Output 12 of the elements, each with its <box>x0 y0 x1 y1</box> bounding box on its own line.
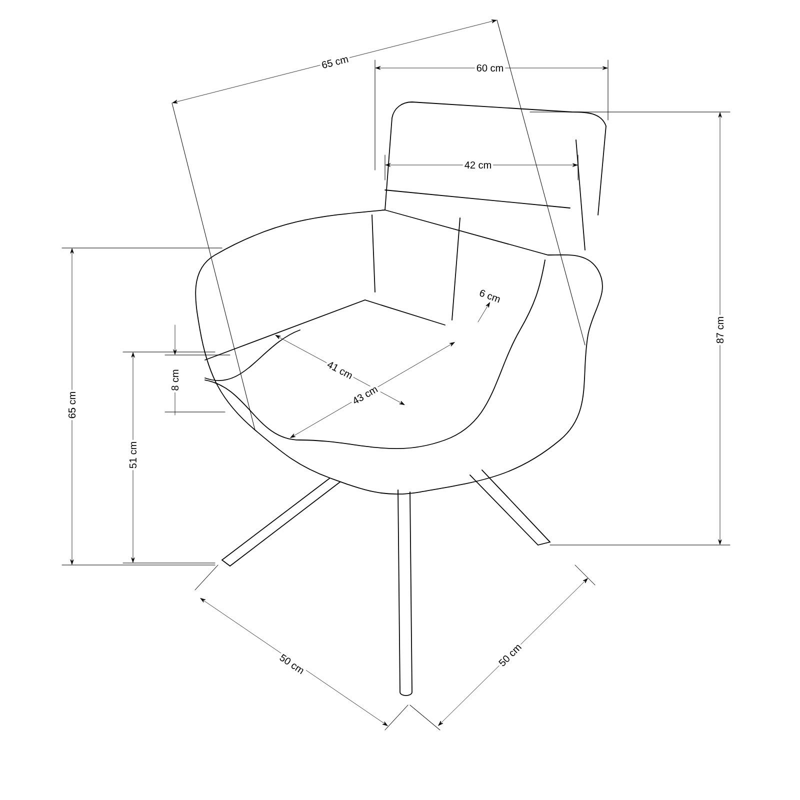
dimension-label: 87 cm <box>714 314 726 346</box>
dimension-label: 50 cm <box>496 640 524 670</box>
dimension-label: 50 cm <box>276 651 308 677</box>
dimension-label: 43 cm <box>349 383 381 407</box>
dimension-label: 60 cm <box>474 62 506 74</box>
dimension-label: 41 cm <box>324 358 356 382</box>
dimension-label: 65 cm <box>66 390 78 420</box>
dimension-label: 8 cm <box>170 368 180 392</box>
dimension-label: 42 cm <box>462 160 494 170</box>
dimension-label: 51 cm <box>128 440 138 470</box>
dimension-label: 6 cm <box>476 287 504 305</box>
dimension-label: 65 cm <box>319 53 351 71</box>
